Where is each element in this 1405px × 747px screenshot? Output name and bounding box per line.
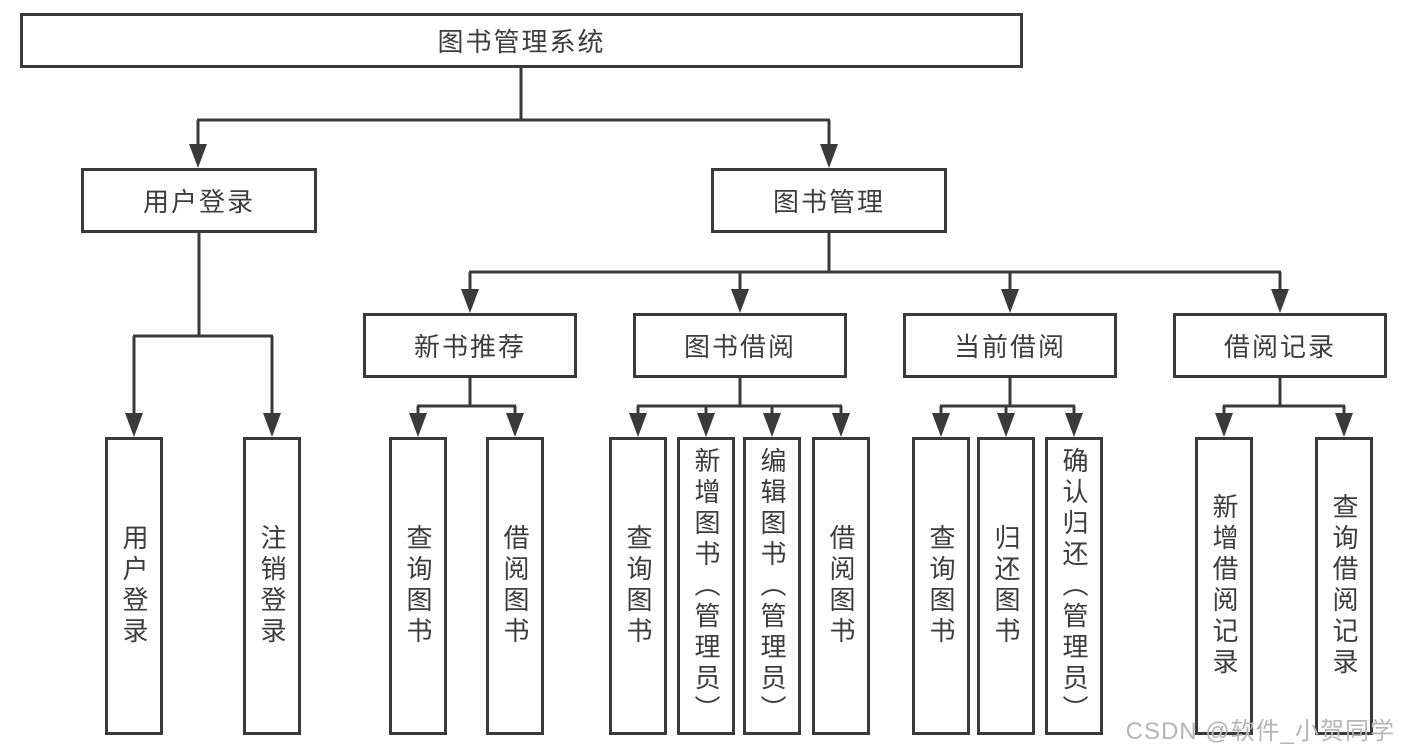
node-book-management-label: 图书管理 — [772, 187, 885, 217]
leaf-borrow-add-books-admin: 新增图书（管理员） — [677, 437, 735, 735]
node-user-login: 用户登录 — [81, 168, 317, 233]
arrowheads-login-leaves-icon — [125, 413, 281, 437]
node-borrow-records: 借阅记录 — [1173, 313, 1387, 378]
leaf-current-return-books: 归还图书 — [977, 437, 1035, 735]
wire-current-to-leaves — [939, 378, 1076, 419]
leaf-logout: 注销登录 — [243, 437, 301, 735]
leaf-recommend-query-books-label: 查询图书 — [403, 524, 433, 648]
leaf-recommend-borrow-books: 借阅图书 — [486, 437, 544, 735]
leaf-borrow-edit-books-admin: 编辑图书（管理员） — [743, 437, 801, 735]
leaf-borrow-query-books: 查询图书 — [609, 437, 667, 735]
leaf-borrow-add-books-admin-label: 新增图书（管理员） — [691, 446, 721, 726]
leaf-records-query-record-label: 查询借阅记录 — [1329, 493, 1359, 679]
node-user-login-label: 用户登录 — [142, 187, 255, 217]
wire-borrow-to-leaves — [636, 378, 843, 419]
node-new-book-recommend-label: 新书推荐 — [413, 332, 526, 362]
node-current-borrow-label: 当前借阅 — [953, 332, 1066, 362]
arrowheads-recommend-leaves-icon — [409, 413, 524, 437]
node-borrow-records-label: 借阅记录 — [1223, 332, 1336, 362]
leaf-current-query-books-label: 查询图书 — [926, 524, 956, 648]
node-current-borrow: 当前借阅 — [903, 313, 1117, 378]
node-root-label: 图书管理系统 — [437, 27, 606, 57]
leaf-current-query-books: 查询图书 — [912, 437, 970, 735]
leaf-current-return-books-label: 归还图书 — [991, 524, 1021, 648]
arrowheads-level3-icon — [461, 289, 1289, 313]
leaf-current-confirm-return-admin: 确认归还（管理员） — [1045, 437, 1103, 735]
wire-login-to-leaves — [132, 233, 274, 419]
leaf-borrow-borrow-books: 借阅图书 — [812, 437, 870, 735]
leaf-records-query-record: 查询借阅记录 — [1315, 437, 1373, 735]
node-book-borrow: 图书借阅 — [633, 313, 847, 378]
leaf-borrow-query-books-label: 查询图书 — [623, 524, 653, 648]
leaf-records-add-record-label: 新增借阅记录 — [1209, 493, 1239, 679]
arrowheads-records-leaves-icon — [1215, 413, 1353, 437]
node-new-book-recommend: 新书推荐 — [363, 313, 577, 378]
leaf-recommend-query-books: 查询图书 — [389, 437, 447, 735]
arrowheads-level2-icon — [189, 144, 838, 168]
watermark: CSDN @软件_小贺同学 — [1125, 718, 1395, 745]
node-book-borrow-label: 图书借阅 — [683, 332, 796, 362]
node-root: 图书管理系统 — [20, 13, 1023, 68]
wire-root-to-level2 — [196, 68, 831, 150]
leaf-user-login: 用户登录 — [105, 437, 163, 735]
leaf-recommend-borrow-books-label: 借阅图书 — [500, 524, 530, 648]
wire-recommend-to-leaves — [416, 378, 517, 419]
leaf-records-add-record: 新增借阅记录 — [1195, 437, 1253, 735]
wire-management-to-level3 — [468, 232, 1282, 297]
leaf-borrow-edit-books-admin-label: 编辑图书（管理员） — [757, 446, 787, 726]
leaf-borrow-borrow-books-label: 借阅图书 — [826, 524, 856, 648]
node-book-management: 图书管理 — [711, 168, 947, 233]
arrowheads-current-leaves-icon — [932, 413, 1083, 437]
wire-records-to-leaves — [1222, 378, 1346, 419]
leaf-current-confirm-return-admin-label: 确认归还（管理员） — [1059, 446, 1089, 726]
arrowheads-borrow-leaves-icon — [629, 413, 850, 437]
leaf-user-login-label: 用户登录 — [119, 524, 149, 648]
leaf-logout-label: 注销登录 — [257, 524, 287, 648]
